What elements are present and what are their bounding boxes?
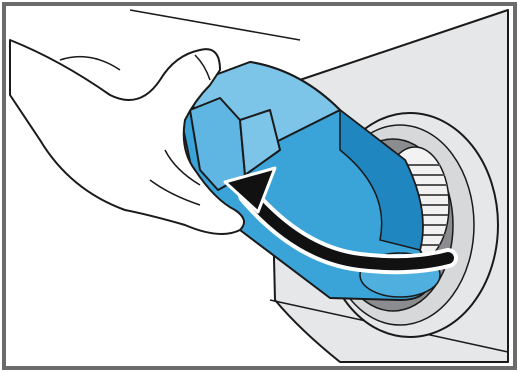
illustration-canvas — [0, 0, 519, 372]
filter-removal-illustration — [0, 0, 519, 372]
